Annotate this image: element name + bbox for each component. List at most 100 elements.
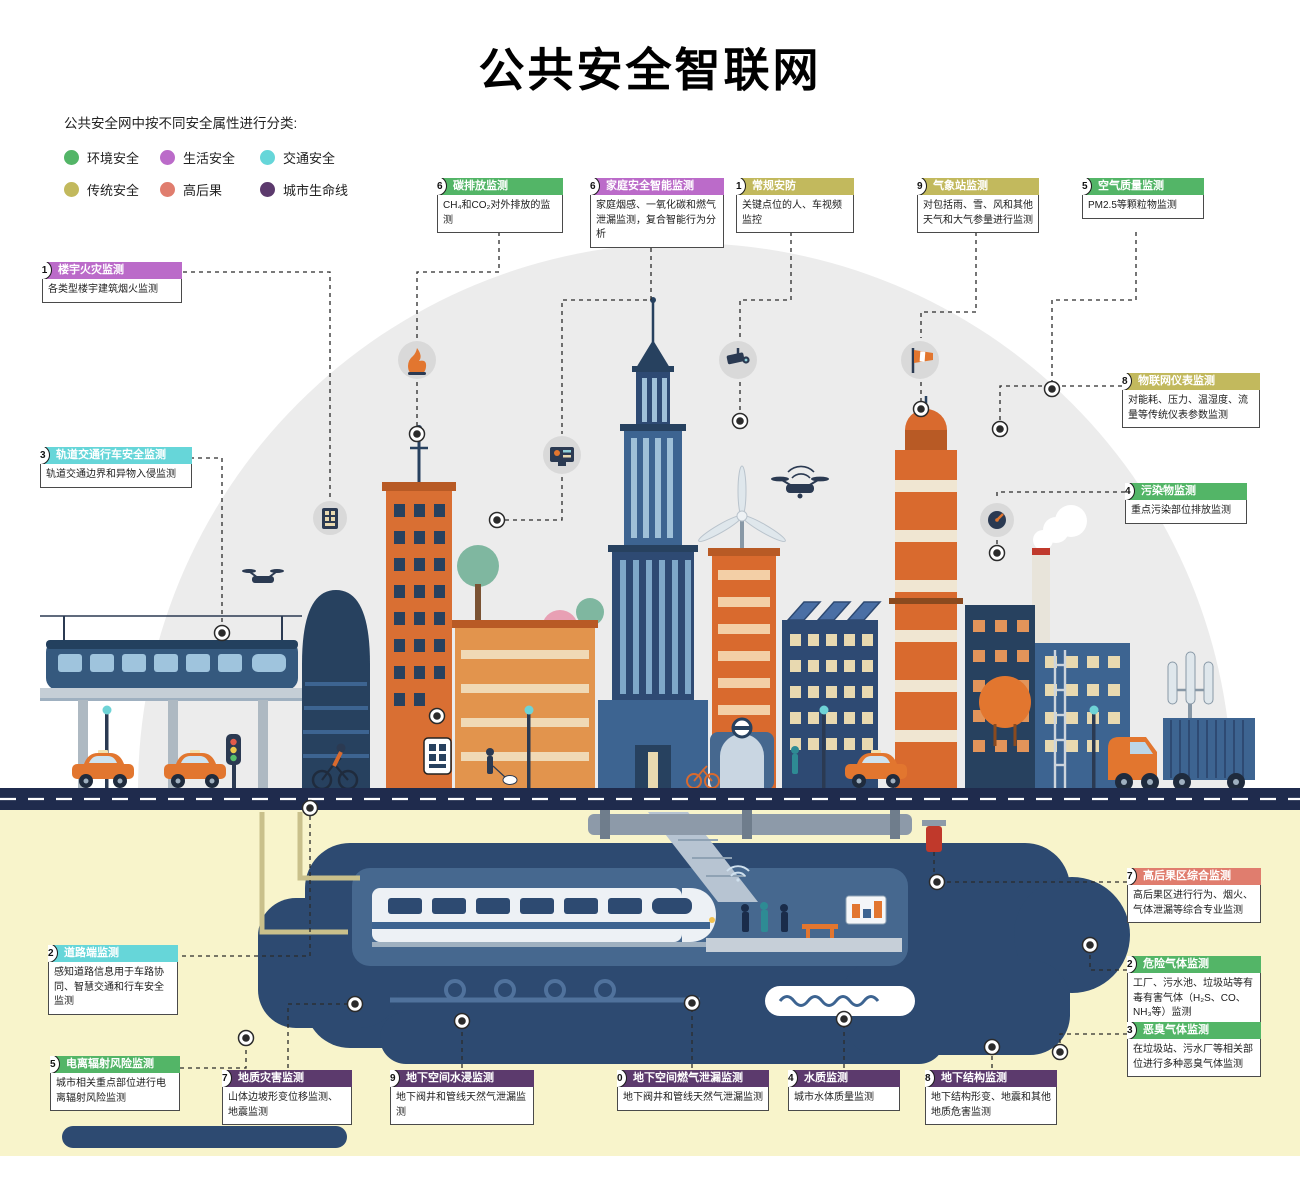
utility-pipes bbox=[259, 812, 360, 935]
central-skyscraper bbox=[598, 297, 708, 790]
callout-home-safety: 16 家庭安全智能监测 家庭烟感、一氧化碳和燃气泄漏监测，复合智能行为分析 bbox=[590, 178, 724, 248]
legend-item-environment: 环境安全 bbox=[64, 148, 160, 167]
wifi-icon bbox=[726, 865, 750, 882]
callout-title: 家庭安全智能监测 bbox=[606, 180, 694, 192]
callout-title: 电离辐射风险监测 bbox=[66, 1058, 154, 1070]
callout-description: 工厂、污水池、垃圾站等有毒有害气体（H₂S、CO、NH₃等）监测 bbox=[1127, 973, 1261, 1026]
callout-number: 15 bbox=[50, 1056, 60, 1073]
callout-description: 城市相关重点部位进行电离辐射风险监测 bbox=[50, 1073, 180, 1111]
metro-entrance bbox=[710, 717, 774, 790]
callout-description: 各类型楼宇建筑烟火监测 bbox=[42, 279, 182, 303]
callout-weather-station: 19 气象站监测 对包括雨、雪、风和其他天气和大气参量进行监测 bbox=[917, 178, 1039, 233]
callout-description: 高后果区进行行为、烟火、气体泄漏等综合专业监测 bbox=[1127, 885, 1261, 923]
connector-lines bbox=[180, 232, 1137, 1069]
callout-title: 危险气体监测 bbox=[1143, 958, 1209, 970]
legend-label: 高后果 bbox=[183, 183, 223, 198]
callout-underground-structure: 08 地下结构监测 地下结构形变、地震和其他地质危害监测 bbox=[925, 1070, 1057, 1125]
legend-heading: 公共安全网中按不同安全属性进行分类: bbox=[64, 116, 298, 131]
antenna-array bbox=[1167, 651, 1214, 770]
callout-description: 地下结构形变、地震和其他地质危害监测 bbox=[925, 1087, 1057, 1125]
industrial-cluster bbox=[965, 505, 1130, 790]
callout-number: 05 bbox=[1082, 178, 1092, 195]
callout-air-quality: 05 空气质量监测 PM2.5等颗粒物监测 bbox=[1082, 178, 1204, 219]
callout-description: CH₄和CO₂对外排放的监测 bbox=[437, 195, 563, 233]
callout-description: 对包括雨、雪、风和其他天气和大气参量进行监测 bbox=[917, 195, 1039, 233]
legend-label: 生活安全 bbox=[183, 151, 236, 166]
callout-number: 11 bbox=[42, 262, 52, 279]
subway-train bbox=[372, 888, 716, 947]
drone-icon bbox=[242, 569, 284, 583]
legend-label: 城市生命线 bbox=[283, 183, 349, 198]
callout-number: 06 bbox=[437, 178, 447, 195]
flame-stove-icon bbox=[398, 341, 436, 379]
callout-title: 楼宇火灾监测 bbox=[58, 264, 124, 276]
callout-description: 家庭烟感、一氧化碳和燃气泄漏监测，复合智能行为分析 bbox=[590, 195, 724, 248]
callout-title: 空气质量监测 bbox=[1098, 180, 1164, 192]
callout-number: 13 bbox=[1127, 1022, 1137, 1039]
page-title: 公共安全智联网 bbox=[478, 44, 822, 96]
legend-items: 环境安全 生活安全 交通安全 传统安全 高后果 城市生命线 bbox=[64, 148, 378, 199]
callout-description: 城市水体质量监测 bbox=[788, 1087, 900, 1111]
callout-title: 水质监测 bbox=[804, 1072, 848, 1084]
callout-number: 02 bbox=[48, 945, 58, 962]
category-dot-icon bbox=[64, 150, 79, 165]
callout-description: 重点污染部位排放监测 bbox=[1125, 500, 1247, 524]
callout-rail-transit-safety: 03轨道交通行车安全监测 轨道交通边界和异物入侵监测 bbox=[40, 447, 192, 488]
callout-number: 12 bbox=[1127, 956, 1137, 973]
callout-title: 恶臭气体监测 bbox=[1143, 1024, 1209, 1036]
container-truck bbox=[1108, 718, 1255, 791]
callout-title: 气象站监测 bbox=[933, 180, 988, 192]
callout-title: 地质灾害监测 bbox=[238, 1072, 304, 1084]
cctv-camera-icon bbox=[719, 341, 757, 379]
legend-label: 传统安全 bbox=[87, 183, 140, 198]
monorail bbox=[40, 615, 302, 790]
callout-roadside: 02道路端监测 感知道路信息用于车路协同、智慧交通和行车安全监测 bbox=[48, 945, 178, 1015]
traffic-light bbox=[226, 734, 241, 790]
callout-number: 14 bbox=[788, 1070, 798, 1087]
orange-tower bbox=[382, 425, 456, 790]
callout-number: 16 bbox=[590, 178, 600, 195]
callout-number: 01 bbox=[736, 178, 746, 195]
category-dot-icon bbox=[160, 150, 175, 165]
underground-pipe-coil bbox=[390, 979, 700, 1003]
callout-description: 在垃圾站、污水厂等相关部位进行多种恶臭气体监测 bbox=[1127, 1039, 1261, 1077]
underground-sensor bbox=[922, 820, 946, 874]
callout-description: PM2.5等颗粒物监测 bbox=[1082, 195, 1204, 219]
subway-platform bbox=[706, 895, 902, 952]
legend-item-lifeline: 城市生命线 bbox=[260, 180, 378, 199]
platform-info-board bbox=[845, 895, 887, 925]
category-dot-icon bbox=[260, 182, 275, 197]
sensor-dots bbox=[213, 380, 1099, 1061]
legend-label: 交通安全 bbox=[283, 151, 336, 166]
pedestrian-with-dog bbox=[486, 748, 518, 785]
callout-title: 物联网仪表监测 bbox=[1138, 375, 1215, 387]
callout-water-quality: 14 水质监测 城市水体质量监测 bbox=[788, 1070, 900, 1111]
callout-description: 地下阀井和管线天然气泄漏监测 bbox=[390, 1087, 534, 1125]
callout-title: 地下结构监测 bbox=[941, 1072, 1007, 1084]
legend: 公共安全网中按不同安全属性进行分类: 环境安全 生活安全 交通安全 传统安全 高… bbox=[64, 112, 378, 199]
callout-pollutant: 04 污染物监测 重点污染部位排放监测 bbox=[1125, 483, 1247, 524]
category-dot-icon bbox=[64, 182, 79, 197]
callout-title: 地下空间燃气泄漏监测 bbox=[633, 1072, 743, 1084]
water-tank bbox=[765, 986, 915, 1016]
callout-number: 19 bbox=[917, 178, 927, 195]
striped-tower bbox=[889, 396, 963, 790]
legend-item-high-consequence: 高后果 bbox=[160, 180, 260, 199]
callout-description: 轨道交通边界和异物入侵监测 bbox=[40, 464, 192, 488]
callout-underground-flooding: 09地下空间水浸监测 地下阀井和管线天然气泄漏监测 bbox=[390, 1070, 534, 1125]
callout-odor-gas: 13 恶臭气体监测 在垃圾站、污水厂等相关部位进行多种恶臭气体监测 bbox=[1127, 1022, 1261, 1077]
callout-geological-disaster: 07地质灾害监测 山体边坡形变位移监测、地震监测 bbox=[222, 1070, 352, 1125]
callout-number: 10 bbox=[617, 1070, 627, 1087]
callout-carbon-emission: 06碳排放监测 CH₄和CO₂对外排放的监测 bbox=[437, 178, 563, 233]
callout-number: 08 bbox=[925, 1070, 935, 1087]
callout-title: 地下空间水浸监测 bbox=[406, 1072, 494, 1084]
category-dot-icon bbox=[260, 150, 275, 165]
category-dot-icon bbox=[160, 182, 175, 197]
callout-number: 04 bbox=[1125, 483, 1135, 500]
legend-item-traffic: 交通安全 bbox=[260, 148, 378, 167]
callout-title: 轨道交通行车安全监测 bbox=[56, 449, 166, 461]
callout-description: 地下阀井和管线天然气泄漏监测 bbox=[617, 1087, 769, 1111]
callout-description: 山体边坡形变位移监测、地震监测 bbox=[222, 1087, 352, 1125]
callout-title: 污染物监测 bbox=[1141, 485, 1196, 497]
